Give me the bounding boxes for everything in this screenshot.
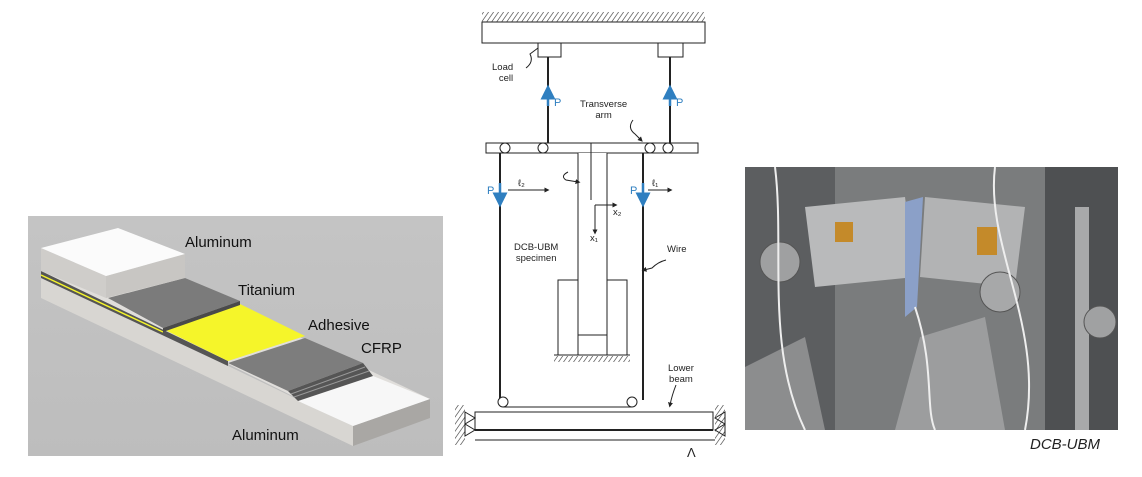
pulley — [537, 142, 549, 154]
top-beam — [481, 21, 706, 44]
photo-gauge — [835, 222, 853, 242]
aluminum-top-front — [41, 248, 106, 298]
load-cell-right — [657, 42, 684, 58]
fixture-right — [606, 279, 628, 356]
pulley — [499, 142, 511, 154]
wire-leader — [641, 259, 667, 272]
photo-lower-fixture — [895, 317, 1005, 430]
lower-pulley — [497, 396, 509, 408]
aluminum-top-side — [106, 254, 185, 298]
photo-illustration — [745, 167, 1118, 430]
label-aluminum-top: Aluminum — [185, 234, 252, 251]
specimen-3d-render — [40, 228, 430, 446]
label-x2: x₂ — [613, 207, 622, 218]
pulley — [662, 142, 674, 154]
label-p-down-left: P — [487, 185, 495, 197]
cfrp-top — [228, 338, 363, 391]
arm-leader — [629, 119, 643, 142]
specimen-leader — [562, 171, 581, 185]
photo-pulley — [1083, 305, 1117, 339]
aluminum-top-face — [41, 228, 185, 276]
photo-wires — [774, 167, 1030, 430]
label-p-up-left: P — [554, 97, 562, 109]
label-cfrp: CFRP — [361, 340, 402, 357]
label-adhesive: Adhesive — [308, 317, 370, 334]
cfrp-ply-line — [293, 370, 370, 398]
photo-gauge — [977, 227, 997, 255]
label-transverse-arm: Transverse arm — [580, 99, 628, 121]
test-rig-schematic: Load cell P P Transverse arm P P ℓ₂ ℓ₁ x… — [450, 0, 730, 470]
adhesive-edge — [40, 274, 164, 333]
load-cell-left — [537, 42, 562, 58]
titanium-edge — [163, 301, 240, 332]
photo-grip-right — [920, 197, 1025, 287]
label-aluminum-bottom: Aluminum — [232, 427, 299, 444]
photo-specimen — [905, 197, 923, 317]
wall-left — [455, 405, 465, 445]
label-load-cell: Load cell — [492, 62, 514, 84]
load-cell-leader — [525, 47, 539, 69]
label-l1: ℓ₁ — [652, 178, 659, 189]
base-side-face — [353, 399, 430, 446]
specimen-layers-figure: Aluminum Titanium Adhesive CFRP Aluminum — [28, 216, 443, 456]
lower-beam — [474, 411, 714, 431]
label-p-down-right: P — [630, 185, 638, 197]
lower-beam-leader — [668, 384, 677, 408]
label-titanium: Titanium — [238, 282, 295, 299]
photo-grip-left — [805, 197, 915, 287]
photo-lower-left — [745, 337, 825, 430]
label-specimen: DCB-UBM specimen — [514, 242, 559, 264]
photo-ruler — [1075, 207, 1089, 430]
test-setup-photo — [745, 167, 1118, 430]
titanium-top — [108, 278, 240, 328]
roller-supports — [464, 411, 726, 437]
label-p-up-right: P — [676, 97, 684, 109]
fixture-left — [557, 279, 579, 356]
ceiling-hatch — [482, 12, 705, 22]
label-lower-beam: Lower beam — [668, 363, 694, 385]
aluminum-bottom-top — [298, 376, 430, 426]
ground-hatch — [554, 356, 630, 362]
dcb-specimen — [577, 153, 608, 336]
label-wire: Wire — [667, 244, 687, 255]
photo-pulley — [759, 241, 801, 283]
pulley — [644, 142, 656, 154]
wall-right — [715, 405, 725, 445]
photo-pulley — [979, 271, 1021, 313]
label-delta: Λ — [687, 445, 696, 460]
label-l2: ℓ₂ — [518, 178, 525, 189]
lower-pulley — [626, 396, 638, 408]
base-front-face — [41, 276, 353, 446]
cfrp-ply-line — [290, 366, 366, 395]
label-x1: x₁ — [590, 233, 598, 244]
photo-caption: DCB-UBM — [1030, 436, 1100, 453]
schematic-drawing — [455, 12, 726, 445]
